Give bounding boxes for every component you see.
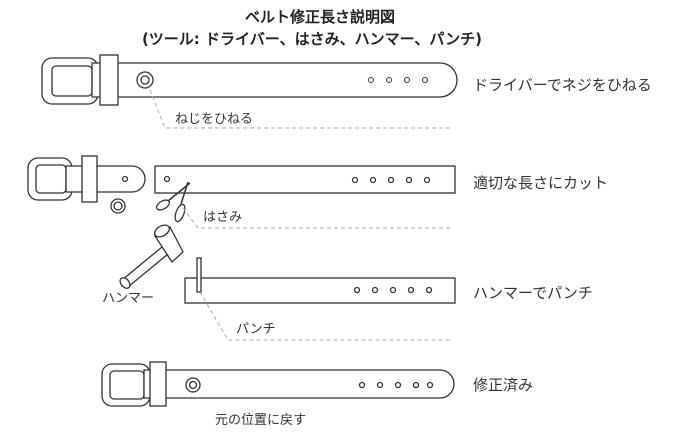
screw-ring-icon bbox=[110, 198, 126, 214]
hammer-icon bbox=[119, 224, 184, 289]
step-1-instruction: ドライバーでネジをひねる bbox=[473, 76, 652, 94]
diagram-subtitle: (ツール: ドライバー、はさみ、ハンマー、パンチ) bbox=[142, 30, 482, 48]
step-2-label: はさみ bbox=[203, 210, 242, 225]
step-3-belt bbox=[119, 224, 456, 341]
diagram-title: ベルト修正長さ説明図 bbox=[245, 8, 395, 26]
step-4-label: 元の位置に戻す bbox=[215, 413, 306, 428]
step-3-label: パンチ bbox=[236, 322, 276, 337]
step-4-instruction: 修正済み bbox=[473, 376, 533, 394]
step-1-label: ねじをひねる bbox=[175, 112, 253, 127]
screw-icon bbox=[136, 71, 154, 89]
hammer-label: ハンマー bbox=[102, 291, 154, 306]
screw-icon bbox=[185, 377, 201, 393]
step-2-instruction: 適切な長さにカット bbox=[473, 174, 608, 192]
punch-icon bbox=[196, 257, 202, 293]
step-3-instruction: ハンマーでパンチ bbox=[473, 284, 593, 302]
step-4-belt bbox=[101, 361, 455, 407]
scissors-icon bbox=[155, 181, 191, 223]
belt-holes bbox=[368, 77, 428, 83]
step-2-belt bbox=[27, 155, 456, 229]
step-1-belt bbox=[41, 54, 458, 129]
